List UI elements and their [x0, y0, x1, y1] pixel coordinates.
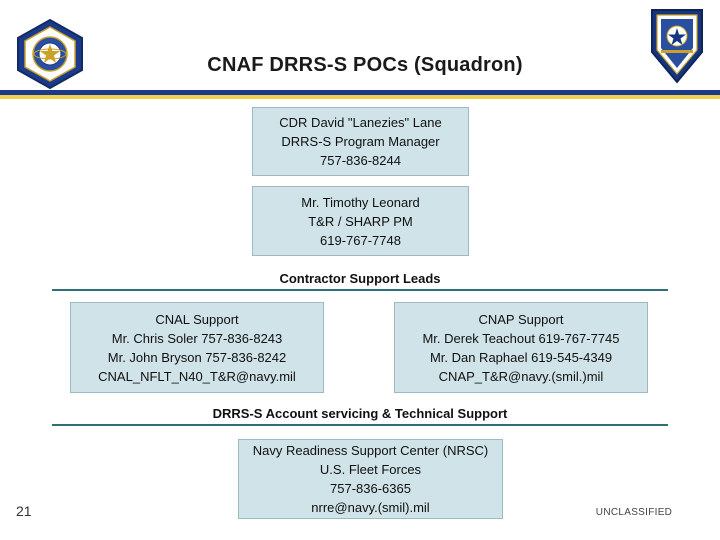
section-divider-contractor [52, 289, 668, 291]
poc-box-cnap-support: CNAP Support Mr. Derek Teachout 619-767-… [394, 302, 648, 393]
section-heading-account-servicing: DRRS-S Account servicing & Technical Sup… [212, 406, 508, 421]
poc-line: Mr. Timothy Leonard [301, 194, 420, 210]
section-heading-contractor-support: Contractor Support Leads [279, 271, 441, 286]
poc-line: Mr. John Bryson 757-836-8242 [107, 349, 287, 365]
poc-line: 757-836-8244 [320, 153, 401, 168]
unit-crest-emblem-icon [651, 9, 703, 84]
poc-line: CNAP Support [478, 311, 564, 327]
poc-box-cnal-support: CNAL Support Mr. Chris Soler 757-836-824… [70, 302, 324, 393]
poc-box-tr-sharp-pm: Mr. Timothy Leonard T&R / SHARP PM 619-7… [252, 186, 469, 256]
header-band [0, 0, 720, 96]
header-rule-blue [0, 90, 720, 95]
navy-command-seal-icon [17, 18, 83, 90]
poc-line: DRRS-S Program Manager [281, 134, 440, 149]
poc-line: T&R / SHARP PM [308, 213, 413, 229]
poc-line: Navy Readiness Support Center (NRSC) [252, 443, 489, 458]
classification-marking: UNCLASSIFIED [595, 507, 673, 518]
page-number: 21 [16, 503, 32, 519]
poc-line: nrre@navy.(smil).mil [311, 500, 430, 515]
page-title: CNAF DRRS-S POCs (Squadron) [207, 54, 523, 76]
header-rule-white [0, 99, 720, 101]
poc-line: 619-767-7748 [320, 232, 401, 248]
poc-line: CNAL Support [155, 311, 239, 327]
poc-box-nrsc: Navy Readiness Support Center (NRSC) U.S… [238, 439, 503, 519]
poc-line: CNAP_T&R@navy.(smil.)mil [438, 368, 604, 384]
poc-line: Mr. Derek Teachout 619-767-7745 [422, 330, 620, 346]
section-divider-account [52, 424, 668, 426]
poc-line: Mr. Chris Soler 757-836-8243 [111, 330, 283, 346]
header-rule-gold [0, 95, 720, 99]
poc-line: Mr. Dan Raphael 619-545-4349 [429, 349, 613, 365]
poc-box-program-manager: CDR David "Lanezies" Lane DRRS-S Program… [252, 107, 469, 176]
poc-line: CDR David "Lanezies" Lane [279, 115, 442, 130]
poc-line: 757-836-6365 [330, 481, 411, 496]
poc-line: CNAL_NFLT_N40_T&R@navy.mil [98, 368, 296, 384]
poc-line: U.S. Fleet Forces [319, 462, 422, 477]
